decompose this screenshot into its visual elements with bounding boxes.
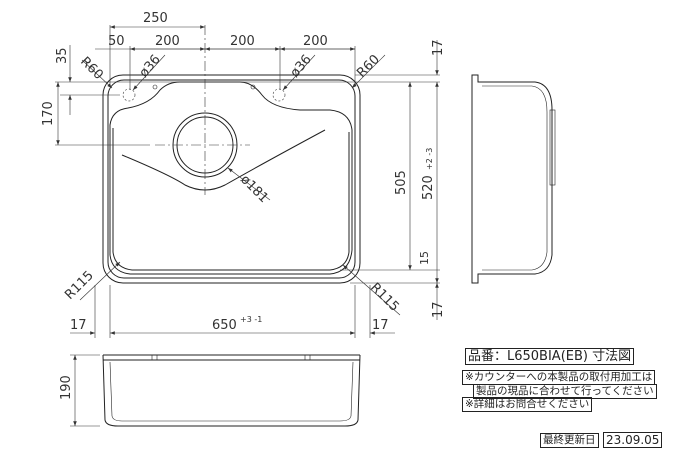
dim-520-tolerance: +2 -3 — [425, 148, 434, 170]
dim-190: 190 — [59, 375, 74, 400]
dim-520: 520 — [421, 175, 436, 200]
hole-diameter-left: ø36 — [137, 52, 164, 80]
side-profile — [471, 74, 553, 284]
dim-35: 35 — [55, 47, 70, 64]
note-line-1: ※カウンターへの本製品の取付用加工は — [462, 370, 656, 385]
note-line-3: ※詳細はお問合せください — [462, 397, 593, 412]
front-profile — [102, 354, 361, 427]
hole-diameter-right: ø36 — [288, 52, 315, 80]
dim-17-right: 17 — [372, 318, 389, 333]
sink-rim-inner — [107, 79, 356, 279]
pin-right — [250, 84, 256, 90]
bowl-outline — [109, 81, 353, 275]
dim-250: 250 — [143, 11, 168, 26]
note-line-2: 製品の現品に合わせて行ってください — [473, 384, 657, 399]
dim-17-left: 17 — [70, 318, 87, 333]
sink-outer-rim — [102, 74, 361, 284]
product-title: 品番：L650BIA(EB) 寸法図 — [465, 348, 635, 365]
dim-200-c: 200 — [303, 34, 328, 49]
dim-200-b: 200 — [230, 34, 255, 49]
radius-r60-right: R60 — [354, 52, 383, 81]
updated-label: 最終更新日 — [540, 433, 599, 448]
dim-50: 50 — [108, 34, 125, 49]
dim-650: 650 — [212, 318, 237, 333]
side-view — [471, 74, 556, 284]
drain-diameter: ø181 — [237, 172, 271, 206]
dim-17-side: 17 — [431, 301, 446, 318]
dim-200-a: 200 — [155, 34, 180, 49]
radius-r115-left: R115 — [62, 268, 97, 303]
dim-505: 505 — [394, 170, 409, 195]
dim-650-tolerance: +3 -1 — [240, 315, 262, 324]
faucet-hole-left — [122, 88, 136, 102]
dim-170: 170 — [41, 101, 56, 126]
pin-left — [152, 84, 158, 90]
plan-view: 250 50 200 200 200 35 170 R60 ø36 ø36 R6… — [41, 11, 446, 338]
dim-15: 15 — [418, 251, 431, 265]
faucet-hole-right — [272, 88, 286, 102]
front-view: 190 — [59, 354, 361, 427]
updated-date: 23.09.05 — [603, 432, 663, 448]
dim-17-top: 17 — [431, 39, 446, 56]
bowl-floor-line — [112, 128, 350, 271]
drain-groove — [121, 129, 326, 191]
radius-r115-right: R115 — [367, 280, 402, 315]
